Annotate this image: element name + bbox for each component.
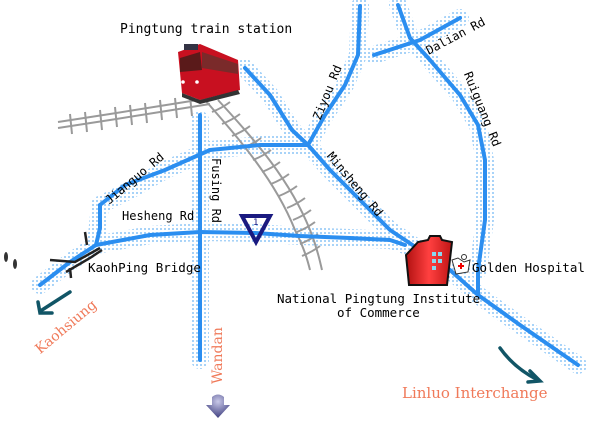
location-marker-icon [238, 214, 274, 247]
hospital-icon [451, 254, 471, 275]
road-hesheng [94, 230, 407, 247]
destination-wandan: Wandan [210, 327, 226, 384]
road-ruiguang [396, 3, 487, 297]
road-label-hesheng: Hesheng Rd [122, 209, 195, 223]
institute-label-line2: of Commerce [337, 305, 420, 320]
railway-west [57, 95, 211, 135]
train-station-label: Pingtung train station [120, 22, 293, 37]
hospital-label: Golden Hospital [472, 260, 585, 275]
footprints-icon [4, 252, 17, 269]
road-kaohping [38, 203, 102, 287]
kaohping-bridge-icon [49, 231, 103, 279]
arrow-linluo-icon [498, 346, 544, 384]
arrow-kaohsiung-icon [36, 290, 72, 315]
road-jianguo [98, 143, 310, 207]
road-station-link [243, 66, 310, 147]
road-dalian [372, 16, 462, 57]
road-ziyou [306, 4, 362, 147]
train-icon [178, 44, 240, 104]
road-label-fusing: Fusing Rd [209, 158, 223, 224]
marker-number: 1 [253, 218, 259, 228]
institute-building-icon [404, 235, 454, 286]
destination-linluo: Linluo Interchange [402, 384, 548, 402]
railway-diagonal [204, 99, 323, 271]
kaohping-bridge-label: KaohPing Bridge [88, 260, 201, 275]
arrow-wandan-icon [206, 394, 230, 418]
institute-label-line1: National Pingtung Institute [277, 291, 481, 306]
